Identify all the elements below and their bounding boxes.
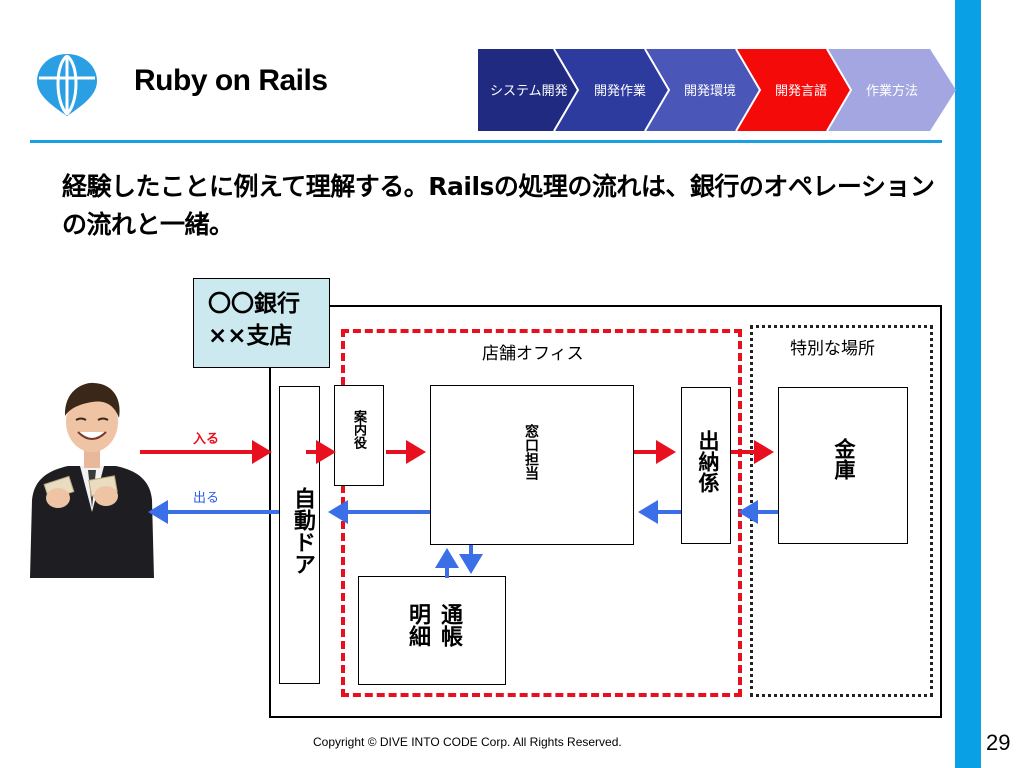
teller-box: 出納係: [681, 387, 731, 544]
step-label-dev-lang: 開発言語: [775, 84, 828, 99]
side-accent-bar: [955, 0, 981, 768]
exit-label: 出る: [193, 491, 220, 506]
special-place-label: 特別な場所: [790, 339, 875, 359]
auto-door-box: 自動ドア: [279, 386, 320, 684]
step-chevron-dev-env: [645, 49, 760, 131]
passbook-line1: 通帳: [437, 603, 462, 647]
globe-logo-icon: [37, 54, 97, 116]
step-label-dev-env: 開発環境: [684, 84, 737, 99]
passbook-line2: 明細: [405, 603, 430, 647]
window-clerk-box: 窓口担当: [430, 385, 634, 545]
guide-box: 案内役: [334, 385, 384, 486]
step-chevron-dev-lang: [736, 49, 851, 131]
page-title: Ruby on Rails: [134, 64, 328, 97]
vault-label: 金庫: [832, 438, 856, 480]
header-divider: [30, 140, 942, 143]
guide-label: 案内役: [351, 410, 366, 449]
step-label-dev-work: 開発作業: [594, 84, 647, 99]
bank-branch-name: 〇〇銀行 ××支店: [193, 278, 330, 368]
auto-door-label: 自動ドア: [290, 487, 315, 575]
vault-box: 金庫: [778, 387, 908, 544]
passbook-label: 通帳 明細: [401, 603, 465, 647]
passbook-box: 通帳 明細: [358, 576, 506, 685]
step-chevron-dev-work: [554, 49, 669, 131]
step-label-work-method: 作業方法: [866, 84, 919, 99]
slide-heading: 経験したことに例えて理解する。Railsの処理の流れは、銀行のオペレーションの流…: [62, 172, 935, 239]
process-steps: [478, 49, 956, 131]
window-clerk-label: 窓口担当: [523, 424, 539, 480]
page-number: 29: [986, 730, 1011, 755]
branch-name: ××支店: [208, 323, 293, 349]
step-chevron-system-dev: [478, 49, 578, 131]
businessman-illustration: [30, 382, 154, 578]
step-chevron-work-method: [827, 49, 956, 131]
enter-label: 入る: [193, 432, 220, 447]
store-office-label: 店舗オフィス: [482, 344, 584, 364]
bank-name: 〇〇銀行: [208, 291, 300, 317]
copyright-text: Copyright © DIVE INTO CODE Corp. All Rig…: [313, 735, 622, 749]
step-label-system-dev: システム開発: [490, 84, 568, 99]
teller-label: 出納係: [696, 430, 720, 493]
